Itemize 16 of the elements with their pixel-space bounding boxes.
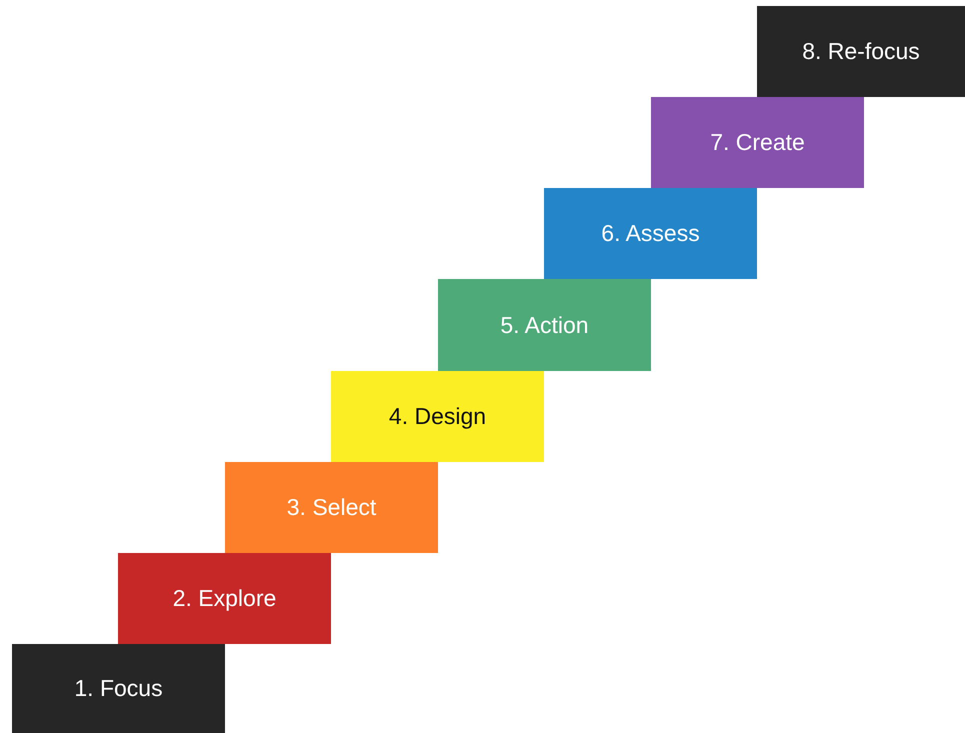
step-label: 5. Action <box>500 312 589 338</box>
step-label: 3. Select <box>286 494 376 521</box>
step-box <box>757 6 965 97</box>
step-box <box>225 462 438 553</box>
step-label: 6. Assess <box>601 220 700 247</box>
step-label: 2. Explore <box>172 585 276 612</box>
step-box <box>12 644 225 733</box>
step-box <box>118 553 331 644</box>
step-label: 7. Create <box>710 129 805 156</box>
step-box <box>438 279 651 371</box>
step-box <box>331 371 544 462</box>
step-box <box>651 97 864 188</box>
step-box <box>544 188 757 279</box>
step-label: 4. Design <box>388 403 486 430</box>
step-label: 8. Re-focus <box>802 38 920 65</box>
step-label: 1. Focus <box>74 675 163 702</box>
